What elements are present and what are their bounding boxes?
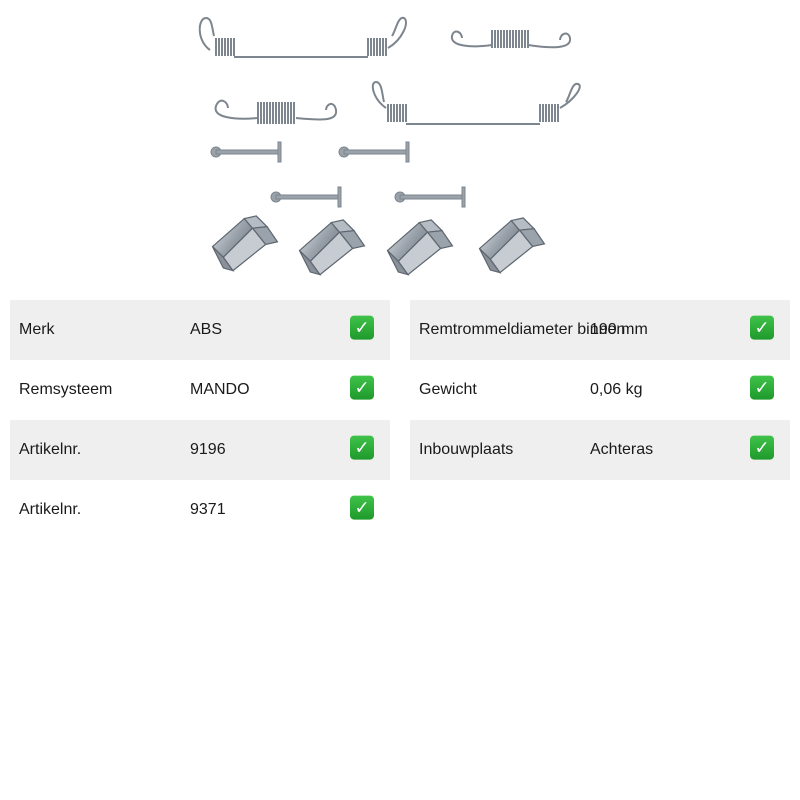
spec-row: Gewicht 0,06 kg ✓	[410, 360, 790, 420]
pin-4	[394, 186, 466, 208]
clip-3	[386, 219, 454, 276]
retaining-pins	[210, 141, 466, 208]
pin-3	[270, 186, 342, 208]
check-mark-icon: ✓	[750, 435, 774, 460]
spec-label: Remsysteem	[19, 381, 113, 398]
pin-1	[210, 141, 282, 163]
short-spring-middle-left	[214, 99, 338, 124]
spec-value: 190 mm	[590, 321, 648, 338]
check-mark-icon: ✓	[350, 435, 374, 460]
spec-label: Artikelnr.	[19, 441, 82, 458]
spec-value: Achteras	[590, 441, 654, 458]
check-mark-icon: ✓	[350, 315, 374, 340]
spec-label: Remtrommeldiameter binnen	[419, 321, 626, 338]
clip-1	[211, 215, 279, 272]
spec-label: Artikelnr.	[19, 501, 82, 518]
spec-row: Artikelnr. 9196 ✓	[10, 420, 390, 480]
product-image	[198, 16, 581, 276]
spec-table-right: Remtrommeldiameter binnen 190 mm ✓ Gewic…	[410, 300, 790, 480]
pin-2	[338, 141, 410, 163]
check-mark-icon: ✓	[750, 315, 774, 340]
spec-row: Remtrommeldiameter binnen 190 mm ✓	[410, 300, 790, 360]
short-spring-top-right	[450, 30, 572, 49]
long-spring-middle-right	[371, 80, 581, 125]
spec-label: Inbouwplaats	[419, 441, 514, 458]
spec-table-left: Merk ABS ✓ Remsysteem MANDO ✓ Artikelnr.…	[10, 300, 390, 540]
spec-value: MANDO	[190, 381, 250, 398]
spec-value: 0,06 kg	[590, 381, 643, 398]
check-mark-icon: ✓	[350, 495, 374, 520]
spec-row: Inbouwplaats Achteras ✓	[410, 420, 790, 480]
spec-label: Gewicht	[419, 381, 477, 398]
long-spring-top	[198, 16, 407, 58]
spec-row: Merk ABS ✓	[10, 300, 390, 360]
check-mark-icon: ✓	[750, 375, 774, 400]
spec-row: Artikelnr. 9371 ✓	[10, 480, 390, 540]
spec-label: Merk	[19, 321, 55, 338]
retaining-clips	[211, 215, 546, 276]
spec-row: Remsysteem MANDO ✓	[10, 360, 390, 420]
spec-value: 9196	[190, 441, 226, 458]
clip-4	[478, 217, 546, 274]
clip-2	[298, 219, 366, 276]
spec-value: ABS	[190, 321, 223, 338]
check-mark-icon: ✓	[350, 375, 374, 400]
long-spring-top-coils	[215, 38, 387, 56]
spec-value: 9371	[190, 501, 226, 518]
